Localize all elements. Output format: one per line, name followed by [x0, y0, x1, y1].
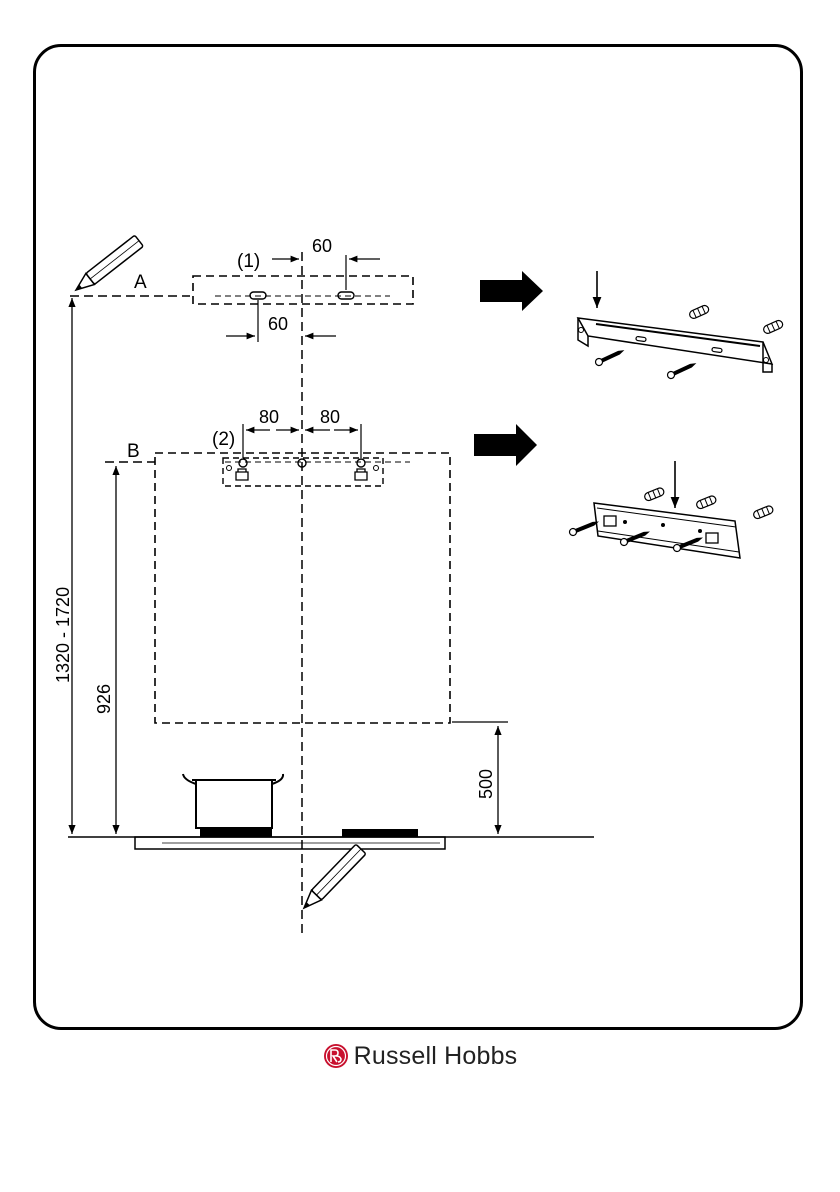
brand-logo-icon	[323, 1042, 349, 1070]
line-b-group: B (2) 80 80	[105, 407, 450, 723]
dim-a-bottom: 60	[268, 314, 288, 334]
dim-clearance: 500	[476, 769, 496, 799]
pencil-icon-bottom	[299, 844, 366, 913]
bracket-1-illustration	[578, 271, 784, 380]
dim-height-b: 926	[94, 684, 114, 714]
callout-2-label: (2)	[212, 429, 235, 450]
pencil-icon-top	[72, 235, 144, 295]
bracket-2-illustration	[568, 461, 774, 558]
brand-name: Russell Hobbs	[354, 1042, 518, 1071]
dim-b-right: 80	[320, 407, 340, 427]
dim-b-left: 80	[259, 407, 279, 427]
brand-footer: Russell Hobbs	[0, 1038, 840, 1074]
dim-a-top: 60	[312, 236, 332, 256]
pot	[196, 780, 272, 828]
vertical-dimensions: 1320 - 1720 926 500	[53, 298, 508, 834]
dim-height-range: 1320 - 1720	[53, 587, 73, 683]
hob-group	[68, 774, 594, 849]
line-a-label: A	[134, 272, 147, 293]
callout-1-label: (1)	[237, 251, 260, 272]
line-b-label: B	[127, 441, 140, 462]
arrow-right-icon	[480, 271, 543, 311]
arrow-right-icon	[474, 424, 537, 466]
